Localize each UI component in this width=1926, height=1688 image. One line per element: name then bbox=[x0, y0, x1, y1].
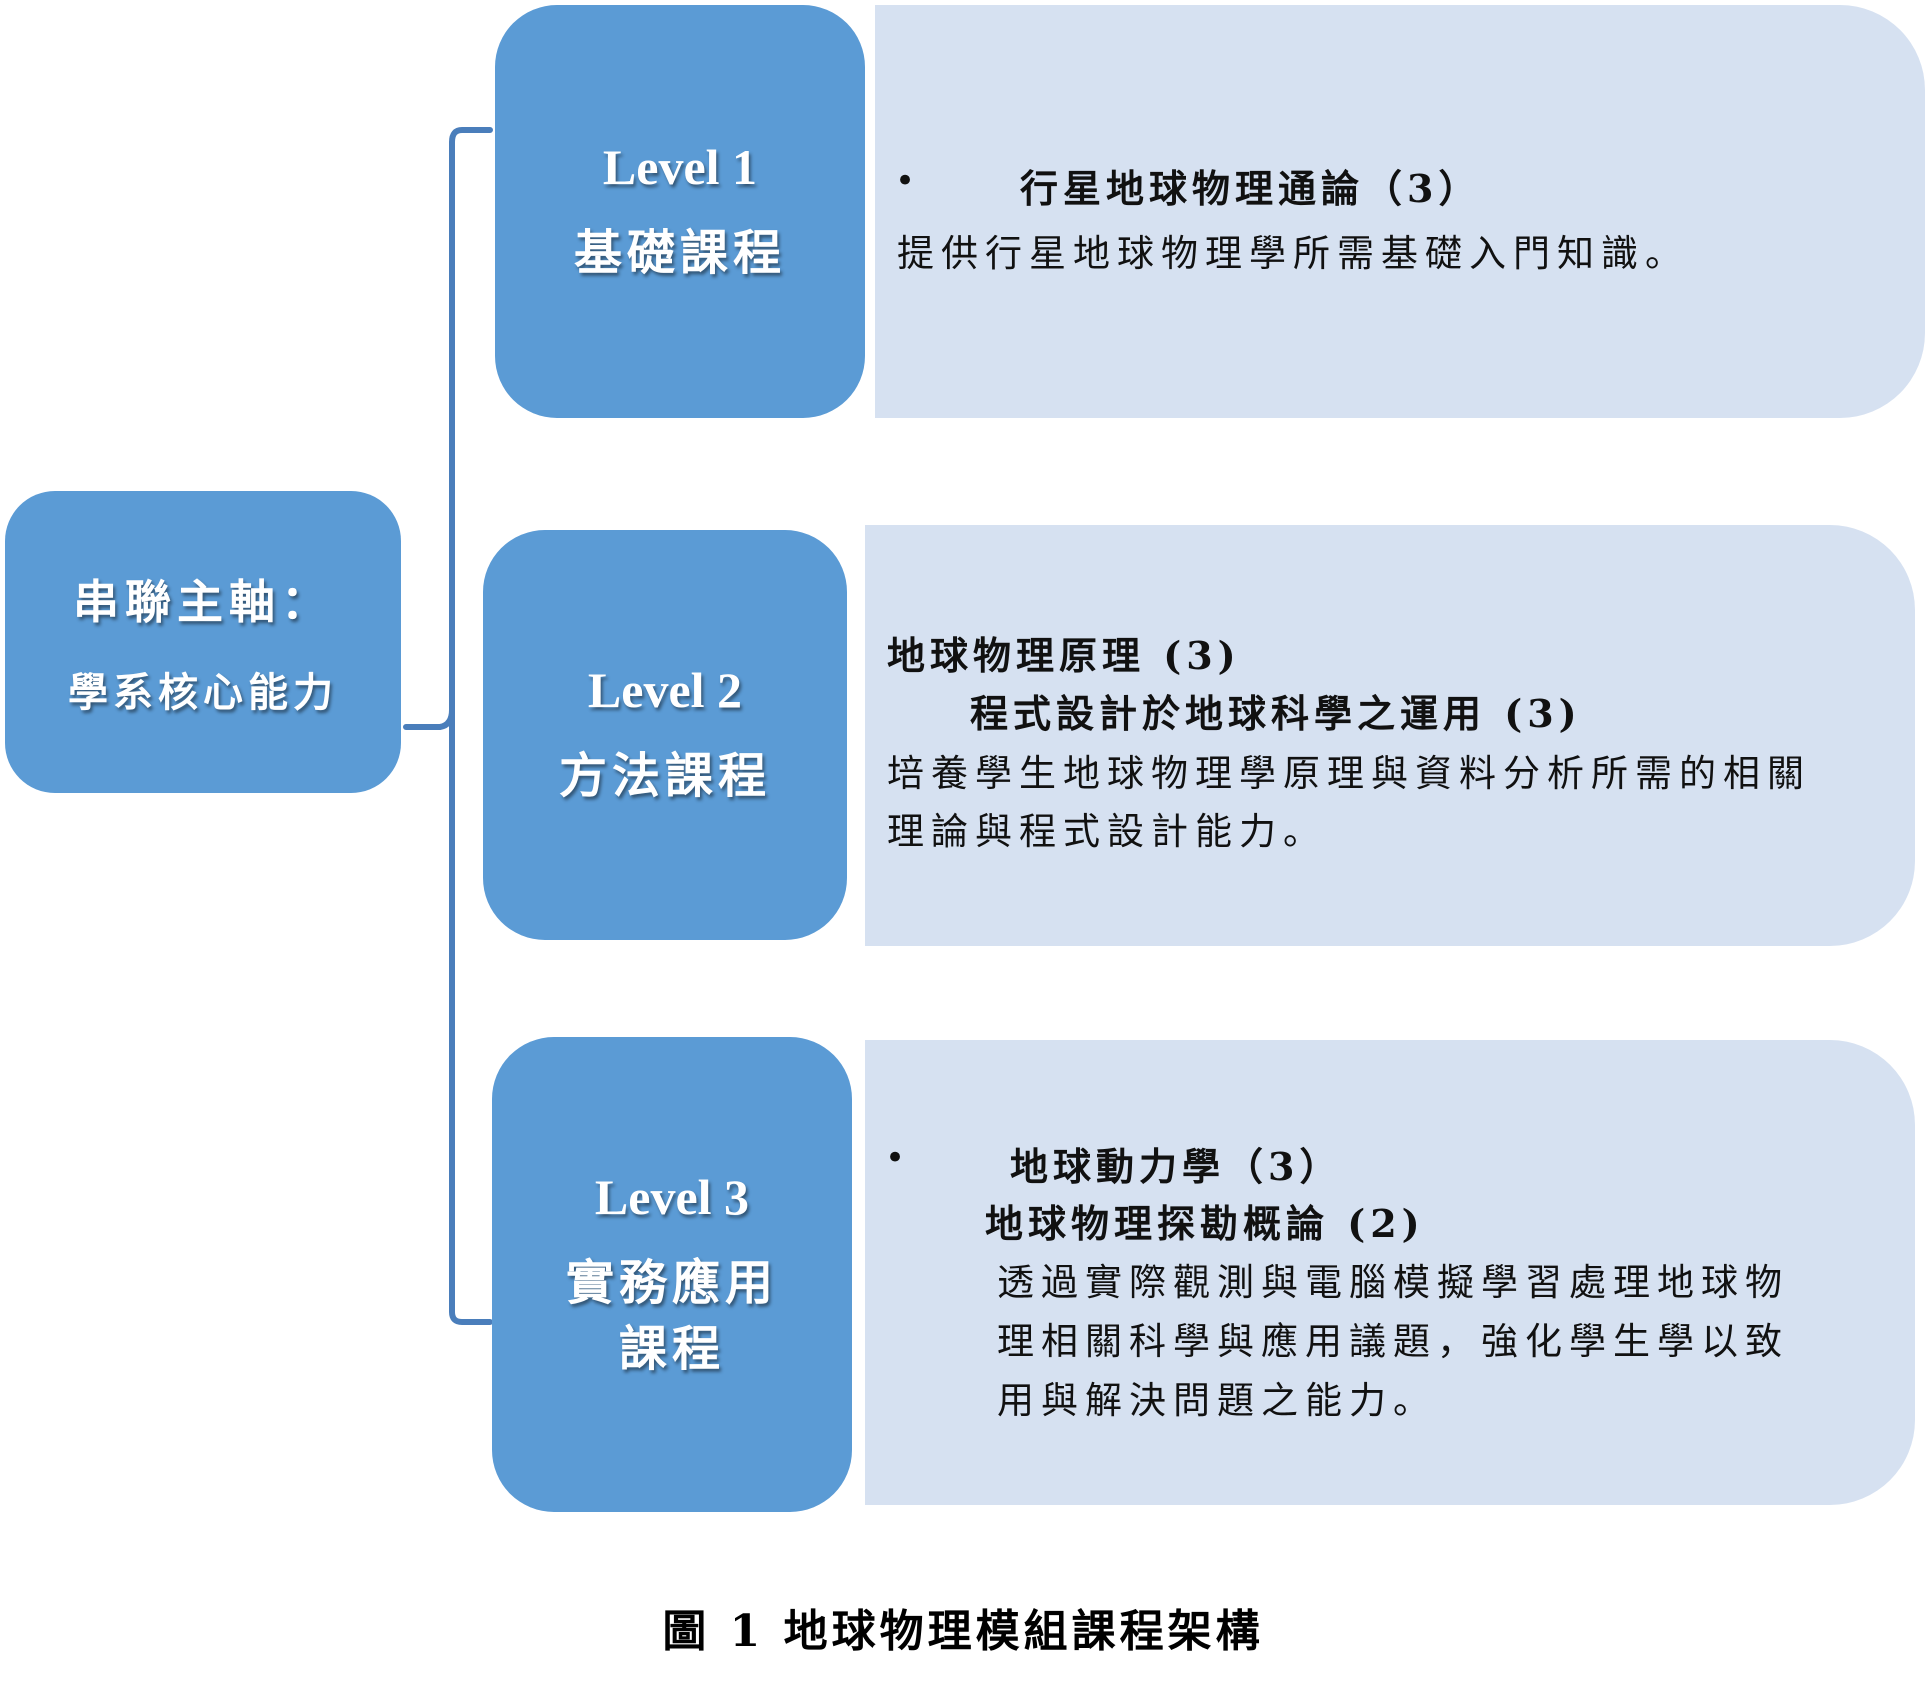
level-3-description-line-1: 透過實際觀測與電腦模擬學習處理地球物 bbox=[997, 1261, 1789, 1304]
level-3-title: Level 3 bbox=[594, 1168, 750, 1225]
level-2-description-line-1: 培養學生地球物理學原理與資料分析所需的相關 bbox=[887, 752, 1811, 795]
level-1-panel: • 行星地球物理通論（3） 提供行星地球物理學所需基礎入門知識。 bbox=[875, 5, 1925, 418]
bullet-icon: • bbox=[885, 1138, 906, 1178]
level-2-panel: 地球物理原理 (3) 程式設計於地球科學之運用 (3) 培養學生地球物理學原理與… bbox=[865, 525, 1915, 946]
level-2-course-1: 地球物理原理 (3) bbox=[887, 633, 1241, 678]
level-1-course-1: 行星地球物理通論（3） bbox=[1020, 166, 1482, 211]
level-3-subtitle-line-1: 實務應用 bbox=[565, 1254, 778, 1311]
level-3-box: Level 3 實務應用 課程 bbox=[492, 1037, 852, 1512]
level-3-description-line-3: 用與解決問題之能力。 bbox=[997, 1379, 1437, 1422]
level-1-box: Level 1 基礎課程 bbox=[495, 5, 865, 418]
level-1-description: 提供行星地球物理學所需基礎入門知識。 bbox=[897, 232, 1689, 275]
root-title: 串聯主軸： bbox=[73, 575, 333, 629]
level-2-title: Level 2 bbox=[587, 662, 743, 718]
level-1-subtitle: 基礎課程 bbox=[573, 224, 786, 281]
level-3-subtitle-line-2: 課程 bbox=[618, 1320, 725, 1377]
core-competency-box: 串聯主軸： 學系核心能力 bbox=[5, 491, 401, 793]
root-subtitle: 學系核心能力 bbox=[68, 669, 338, 716]
level-3-description-line-2: 理相關科學與應用議題，強化學生學以致 bbox=[997, 1320, 1789, 1363]
bullet-icon: • bbox=[895, 161, 916, 201]
level-3-panel: • 地球動力學（3） 地球物理探勘概論 (2) 透過實際觀測與電腦模擬學習處理地… bbox=[865, 1040, 1915, 1505]
bracket-connector bbox=[403, 127, 493, 1325]
level-3-course-2: 地球物理探勘概論 (2) bbox=[985, 1201, 1425, 1246]
level-2-subtitle: 方法課程 bbox=[558, 748, 771, 804]
level-2-course-2: 程式設計於地球科學之運用 (3) bbox=[970, 691, 1582, 736]
level-1-title: Level 1 bbox=[602, 138, 758, 195]
figure-caption: 圖 1 地球物理模組課程架構 bbox=[662, 1606, 1264, 1657]
level-3-course-1: 地球動力學（3） bbox=[1010, 1144, 1343, 1189]
level-2-description-line-2: 理論與程式設計能力。 bbox=[887, 810, 1327, 853]
level-2-box: Level 2 方法課程 bbox=[483, 530, 847, 940]
